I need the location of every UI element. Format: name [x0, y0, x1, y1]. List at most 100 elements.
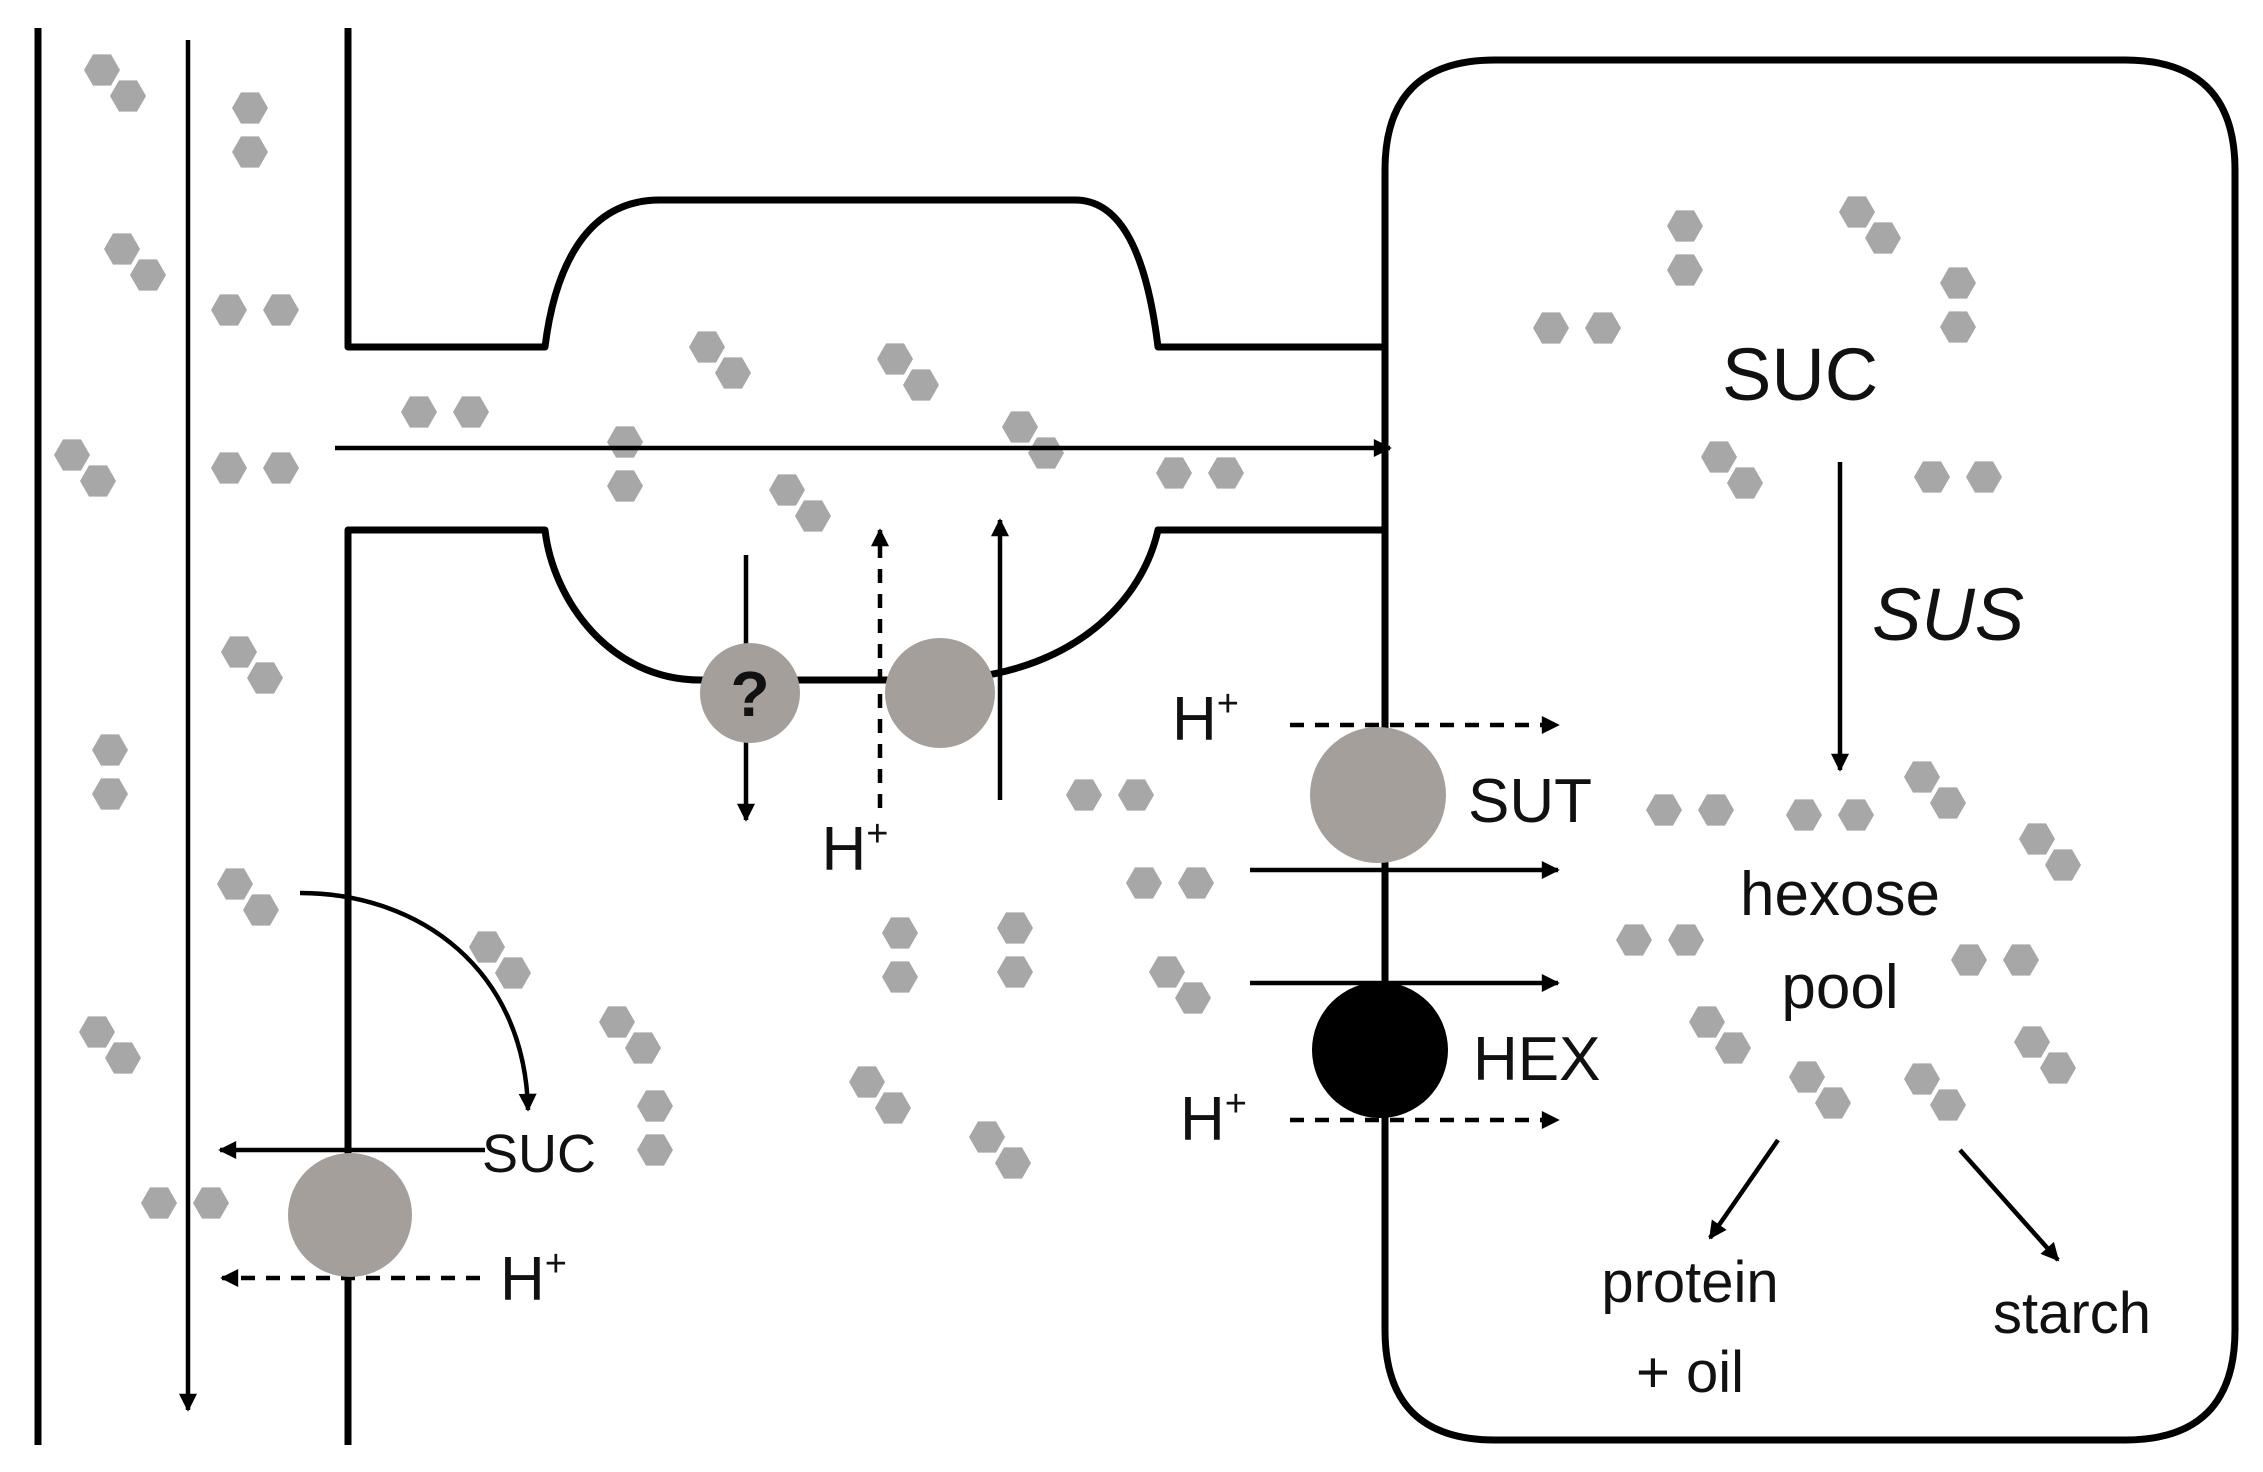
proton-symbol: H	[822, 815, 867, 884]
hexose-ring-icon	[1966, 461, 2002, 493]
sucrose-molecule-icon	[1066, 779, 1154, 811]
sucrose-molecule-icon	[599, 1006, 661, 1064]
sucrose-molecule-icon	[92, 734, 128, 810]
sut-transporter	[1310, 727, 1446, 863]
sucrose-molecule-icon	[1904, 1063, 1966, 1121]
hexose-ring-icon	[211, 294, 247, 326]
hexose-ring-icon	[1002, 411, 1038, 443]
unknown-transporter-label: ?	[730, 658, 769, 730]
starch-label: starch	[1993, 1281, 2151, 1346]
sucrose-molecule-icon	[1149, 956, 1211, 1014]
hexose-ring-icon	[79, 1016, 115, 1048]
hexose-ring-icon	[232, 92, 268, 124]
sucrose-molecule-icon	[1156, 457, 1244, 489]
sucrose-molecule-icon	[211, 294, 299, 326]
hexose-pool-label-line2: pool	[1781, 953, 1898, 1022]
sucrose-molecule-icon	[1126, 867, 1214, 899]
sucrose-molecule-icon	[637, 1090, 673, 1166]
hexose-ring-icon	[1667, 254, 1703, 286]
sucrose-molecule-icon	[607, 426, 643, 502]
hexose-ring-icon	[1126, 867, 1162, 899]
hexose-ring-icon	[2003, 944, 2039, 976]
sucrose-molecule-icon	[689, 331, 751, 389]
sucrose-molecule-icon	[221, 636, 283, 694]
hexose-ring-icon	[263, 452, 299, 484]
hexose-ring-icon	[1904, 761, 1940, 793]
hexose-ring-icon	[1786, 799, 1822, 831]
hexose-ring-icon	[243, 894, 279, 926]
hexose-ring-icon	[795, 500, 831, 532]
hexose-ring-icon	[607, 426, 643, 458]
sucrose-molecule-icon	[79, 1016, 141, 1074]
proton-charge: +	[545, 1243, 567, 1285]
hexose-ring-icon	[599, 1006, 635, 1038]
hexose-ring-icon	[1930, 787, 1966, 819]
embryo-cell-wall	[1381, 56, 2239, 1444]
hexose-ring-icon	[607, 470, 643, 502]
hexose-ring-icon	[130, 259, 166, 291]
hexose-ring-icon	[2040, 1052, 2076, 1084]
hexose-ring-icon	[1066, 779, 1102, 811]
suc-label-cell: SUC	[1722, 333, 1878, 416]
proton-charge: +	[1225, 1083, 1247, 1125]
hexose-ring-icon	[1930, 1089, 1966, 1121]
hexose-ring-icon	[1865, 222, 1901, 254]
hexose-ring-icon	[2045, 849, 2081, 881]
hexose-ring-icon	[1156, 457, 1192, 489]
sucrose-molecule-icon	[877, 343, 939, 401]
hexose-ring-icon	[110, 80, 146, 112]
hexose-ring-icon	[1028, 437, 1064, 469]
hexose-ring-icon	[715, 357, 751, 389]
sucrose-molecule-icon	[1839, 196, 1901, 254]
hexose-ring-icon	[997, 912, 1033, 944]
sucrose-molecule-icon	[211, 452, 299, 484]
hexose-ring-icon	[263, 294, 299, 326]
proton-charge: +	[866, 813, 888, 855]
protein-oil-label-line1: protein	[1601, 1250, 1778, 1315]
proton-symbol: H	[1172, 685, 1217, 754]
hexose-ring-icon	[877, 343, 913, 375]
sucrose-molecule-icon	[882, 917, 918, 993]
suc-label-left: SUC	[482, 1124, 596, 1184]
hexose-ring-icon	[247, 662, 283, 694]
unknown-transporter	[700, 643, 800, 743]
hexose-ring-icon	[1616, 924, 1652, 956]
sucrose-molecule-icon	[1667, 210, 1703, 286]
hexose-ring-icon	[1646, 794, 1682, 826]
sucrose-molecule-icon	[2014, 1026, 2076, 1084]
proton-symbol: H	[1180, 1085, 1225, 1154]
sucrose-molecule-icon	[232, 92, 268, 168]
hexose-ring-icon	[969, 1121, 1005, 1153]
sucrose-molecule-icon	[1789, 1061, 1851, 1119]
hexose-ring-icon	[92, 778, 128, 810]
hexose-ring-icon	[469, 931, 505, 963]
hexose-ring-icon	[2014, 1026, 2050, 1058]
hexose-ring-icon	[232, 136, 268, 168]
proton-label-sut: H+	[1172, 683, 1239, 754]
sucrose-molecule-icon	[1701, 441, 1763, 499]
hexose-ring-icon	[995, 1147, 1031, 1179]
sucrose-molecule-icon	[1616, 924, 1704, 956]
hexose-ring-icon	[875, 1092, 911, 1124]
hexose-ring-icon	[1118, 779, 1154, 811]
hexose-ring-icon	[1149, 956, 1185, 988]
proton-label-plasmodesma: H+	[822, 813, 889, 884]
hexose-ring-icon	[1951, 944, 1987, 976]
proton-symbol: H	[500, 1245, 545, 1314]
sucrose-molecule-icon	[84, 54, 146, 112]
proton-sucrose-symporter-plasmodesma	[885, 638, 995, 748]
sucrose-molecule-icon	[54, 439, 116, 497]
hexose-ring-icon	[882, 961, 918, 993]
flux-arrows	[179, 40, 2060, 1412]
hexose-ring-icon	[1667, 210, 1703, 242]
hexose-pool-label-line1: hexose	[1740, 860, 1940, 929]
sucrose-molecule-icon	[1904, 761, 1966, 819]
sucrose-efflux-transporter	[288, 1153, 412, 1277]
hexose-ring-icon	[849, 1066, 885, 1098]
hexose-ring-icon	[1940, 267, 1976, 299]
hexose-ring-icon	[495, 957, 531, 989]
hexose-ring-icon	[997, 956, 1033, 988]
hexose-ring-icon	[105, 1042, 141, 1074]
hexose-ring-icon	[903, 369, 939, 401]
